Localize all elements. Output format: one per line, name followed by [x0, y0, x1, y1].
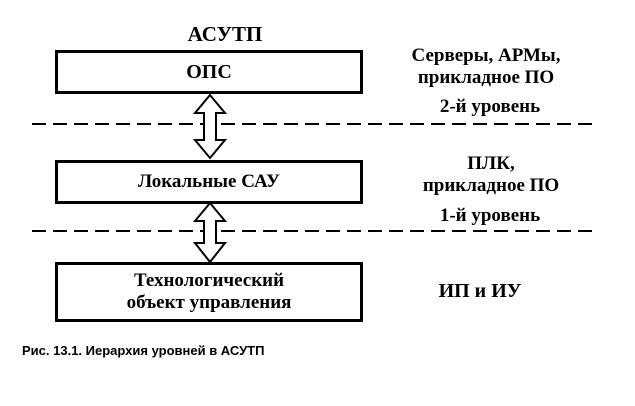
box-ops: ОПС	[55, 50, 363, 94]
box-control-object-line2: объект управления	[126, 292, 292, 313]
double-arrow-icon-lower	[192, 201, 228, 264]
level-label-2: 2-й уровень	[439, 96, 541, 117]
side-label-middle-line1: ПЛК,	[467, 153, 515, 174]
side-label-bottom: ИП и ИУ	[438, 280, 522, 302]
figure-caption: Рис. 13.1. Иерархия уровней в АСУТП	[22, 343, 265, 358]
side-label-middle-line2: прикладное ПО	[422, 175, 560, 197]
side-label-top-line2: прикладное ПО	[417, 67, 555, 89]
side-label-top: Серверы, АРМы, прикладное ПО	[386, 45, 586, 90]
side-label-top-line1: Серверы, АРМы,	[411, 45, 561, 66]
double-arrow-icon-upper	[192, 93, 228, 160]
box-control-object: Технологический объект управления	[55, 262, 363, 322]
box-ops-label: ОПС	[186, 60, 232, 83]
box-local-sau-label: Локальные САУ	[138, 171, 280, 192]
diagram-title: АСУТП	[187, 22, 263, 46]
box-control-object-line1: Технологический	[133, 270, 285, 292]
box-local-sau: Локальные САУ	[55, 160, 363, 204]
level-label-1: 1-й уровень	[439, 205, 541, 226]
side-label-middle: ПЛК, прикладное ПО	[396, 153, 586, 198]
